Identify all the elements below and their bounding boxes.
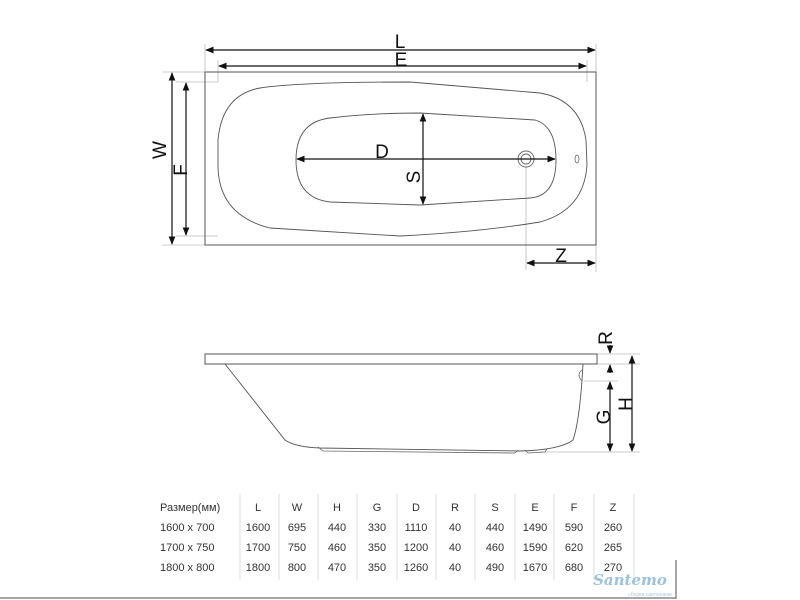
side-view: R G H [204, 331, 640, 454]
table-cell: 680 [565, 562, 583, 574]
santemo-logo: Santemo [593, 571, 667, 589]
table-cell: 620 [565, 542, 583, 554]
label-S: S [404, 171, 425, 184]
table-header-w: W [292, 502, 303, 514]
label-D: D [375, 142, 389, 163]
table-cell: 470 [328, 562, 346, 574]
table-cell: 40 [449, 522, 461, 534]
table-header-r: R [451, 502, 459, 514]
table-cell: 1110 [405, 522, 428, 534]
table-cell: 1670 [523, 562, 547, 574]
table-row-size: 1600 x 700 [160, 522, 214, 534]
table-cell: 750 [288, 542, 306, 554]
table-cell: 440 [328, 522, 346, 534]
table-row-size: 1700 x 750 [160, 542, 214, 554]
label-L: L [395, 32, 406, 53]
label-R: R [596, 331, 617, 345]
logo-tagline: сборка сантехники [628, 592, 672, 598]
label-W: W [150, 141, 171, 159]
table-cell: 350 [368, 542, 386, 554]
table-cell: 1700 [246, 542, 270, 554]
tub-bowl-outline [217, 81, 588, 237]
label-H: H [616, 397, 637, 411]
table-header-size: Размер(мм) [160, 502, 220, 514]
table-row-size: 1800 x 800 [160, 562, 214, 574]
overflow-icon [574, 154, 580, 164]
table-cell: 260 [604, 522, 622, 534]
table-cell: 350 [368, 562, 386, 574]
table-cell: 1260 [404, 562, 428, 574]
table-header-l: L [255, 502, 261, 514]
table-header-z: Z [610, 502, 617, 514]
top-view: L E W F D S Z [150, 32, 597, 272]
table-cell: 460 [328, 542, 346, 554]
table-header-d: D [412, 502, 420, 514]
label-E: E [395, 50, 408, 71]
table-cell: 330 [368, 522, 386, 534]
table-cell: 695 [288, 522, 306, 534]
tub-outer-rim [204, 71, 597, 246]
table-header-f: F [571, 502, 578, 514]
table-header-e: E [531, 502, 538, 514]
table-cell: 1600 [246, 522, 270, 534]
table-cell: 440 [486, 522, 504, 534]
table-cell: 590 [565, 522, 583, 534]
table-cell: 1800 [246, 562, 270, 574]
dimensions-table: Размер(мм) L W H G D R S E F Z 1600 x 700 1600 695 440… [160, 494, 635, 580]
table-cell: 800 [288, 562, 306, 574]
table-header-h: H [333, 502, 341, 514]
table-header-g: G [373, 502, 382, 514]
tub-body-side [224, 363, 584, 452]
label-F: F [171, 164, 192, 176]
table-cell: 1490 [523, 522, 547, 534]
label-G: G [594, 410, 615, 425]
table-cell: 265 [604, 542, 622, 554]
tub-rim-side [204, 353, 598, 365]
label-Z: Z [555, 246, 567, 267]
table-cell: 460 [486, 542, 504, 554]
tub-legs [317, 446, 548, 454]
table-cell: 1200 [404, 542, 428, 554]
table-cell: 1590 [523, 542, 547, 554]
table-header-s: S [491, 502, 498, 514]
table-cell: 270 [604, 562, 622, 574]
table-cell: 490 [486, 562, 504, 574]
table-cell: 40 [449, 542, 461, 554]
overflow-side [578, 369, 583, 382]
table-cell: 40 [449, 562, 461, 574]
